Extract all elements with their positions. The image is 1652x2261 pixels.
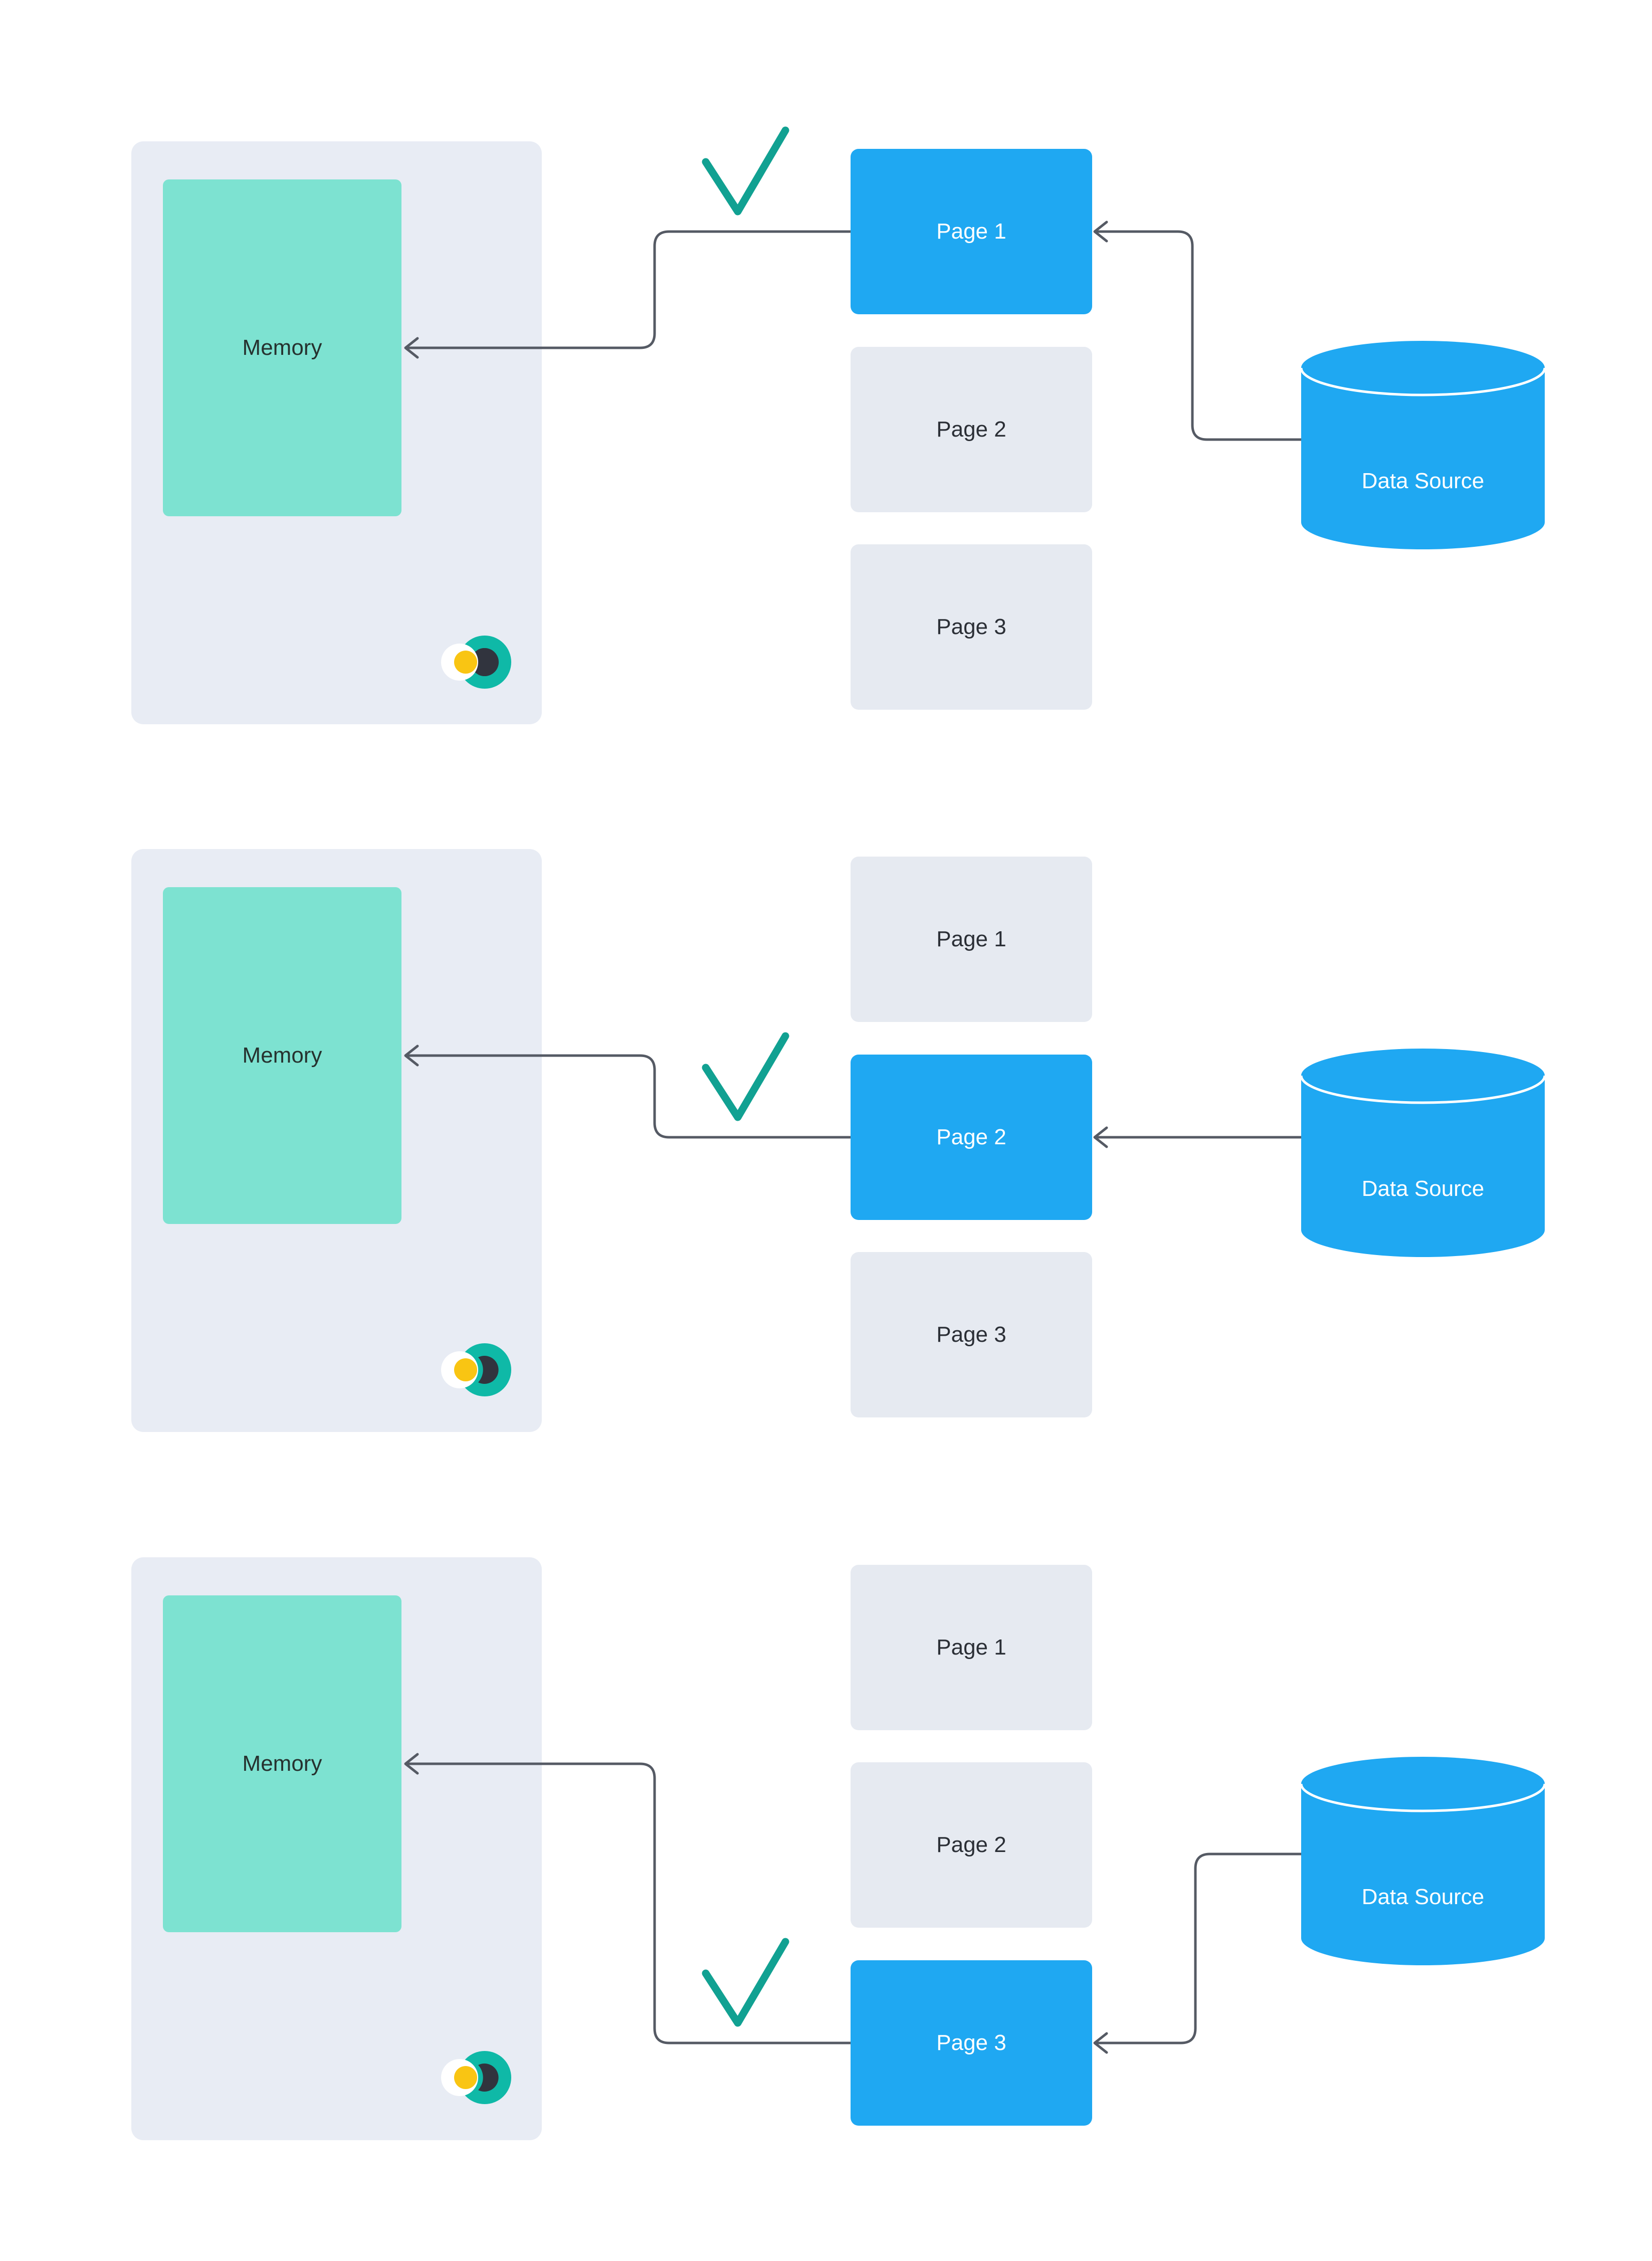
page-label: Page 3 [936,2030,1006,2055]
check-icon [702,1938,789,2027]
page-box-3: Page 3 [851,1960,1092,2126]
page-box-3: Page 3 [851,1252,1092,1417]
arrow-page3-to-memory [404,1753,851,2044]
database-cylinder-icon [1300,341,1546,549]
page-label: Page 3 [936,614,1006,639]
page-box-2: Page 2 [851,347,1092,512]
memory-block: Memory [163,887,401,1224]
arrowhead-left-icon [1093,2032,1108,2054]
page-box-2: Page 2 [851,1055,1092,1220]
memory-block: Memory [163,1595,401,1932]
data-source-label: Data Source [1361,1885,1485,1909]
page-label: Page 2 [936,1125,1006,1149]
data-source-label: Data Source [1361,1176,1485,1201]
database-cylinder-icon [1300,1757,1546,1965]
arrow-datasource-to-page1 [1093,221,1301,441]
database-cylinder-icon [1300,1049,1546,1257]
page-box-2: Page 2 [851,1762,1092,1928]
arrowhead-left-icon [404,337,419,359]
page-label: Page 1 [936,1635,1006,1660]
memory-label: Memory [242,1751,322,1776]
arrow-page2-to-memory [404,1045,851,1139]
page-box-1: Page 1 [851,149,1092,314]
page-box-1: Page 1 [851,857,1092,1022]
arrowhead-left-icon [1093,221,1108,243]
page-box-1: Page 1 [851,1565,1092,1730]
arrow-datasource-to-page3 [1093,1853,1301,2054]
crescent-moon-logo [441,636,511,689]
crescent-moon-logo [441,2051,511,2104]
page-label: Page 2 [936,1832,1006,1857]
data-source-label: Data Source [1361,469,1485,493]
page-label: Page 1 [936,219,1006,244]
arrowhead-left-icon [1093,1126,1108,1148]
page-box-3: Page 3 [851,544,1092,710]
memory-label: Memory [242,1043,322,1068]
check-icon [702,126,789,216]
memory-label: Memory [242,335,322,360]
memory-block: Memory [163,179,401,516]
page-label: Page 3 [936,1322,1006,1347]
crescent-moon-logo [441,1343,511,1396]
arrowhead-left-icon [404,1753,419,1775]
check-icon [702,1032,789,1121]
page-label: Page 1 [936,927,1006,951]
arrow-datasource-to-page2 [1093,1126,1301,1148]
page-label: Page 2 [936,417,1006,442]
arrow-page1-to-memory [404,230,851,359]
arrowhead-left-icon [404,1045,419,1067]
